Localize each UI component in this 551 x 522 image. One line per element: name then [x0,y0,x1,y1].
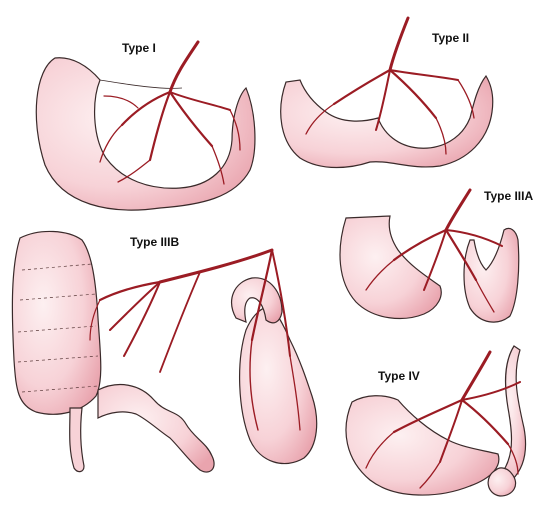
panel-type-4: Type IV [346,346,526,496]
panel-type-3a: Type IIIA [340,189,533,322]
vessels-type-1 [100,42,240,184]
fold-line-type-1 [100,80,182,88]
appendix-type-3b [70,408,84,472]
label-type-2: Type II [432,31,469,45]
label-type-3b: Type IIIB [130,235,179,249]
colon-type-3b [12,231,100,414]
label-type-4: Type IV [378,369,420,383]
ileum-type-3b [98,385,214,472]
stomach-type-1 [36,58,255,210]
panel-type-2: Type II [281,18,493,168]
colon-segment-type-4 [503,346,525,482]
label-type-1: Type I [122,41,156,55]
panel-type-1: Type I [36,41,255,210]
label-type-3a: Type IIIA [484,189,533,203]
panel-type-3b: Type IIIB [12,231,316,472]
stomach-left-type-3a [340,216,441,318]
